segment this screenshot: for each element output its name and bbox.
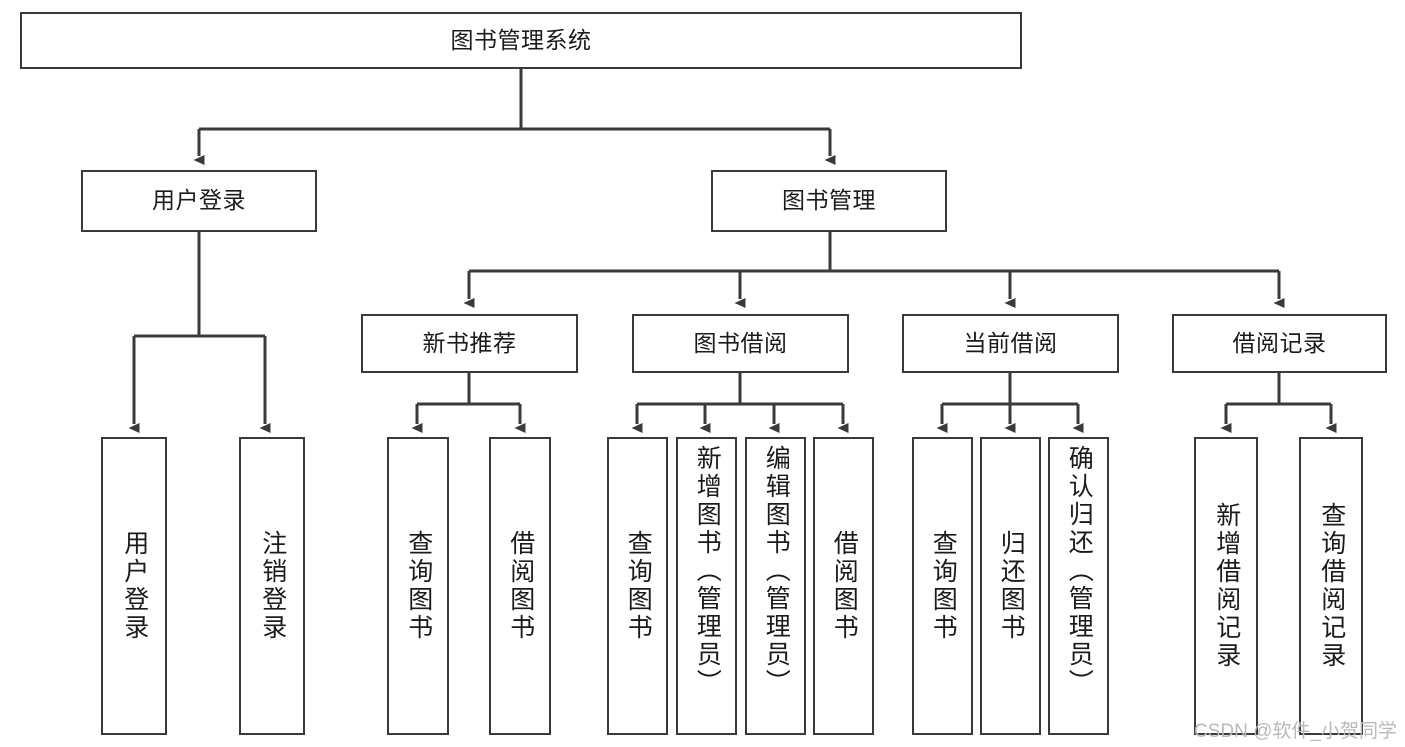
node-current-borrow[interactable]: 当前借阅: [902, 314, 1119, 373]
node-label: 借阅记录: [1232, 329, 1327, 356]
node-label: 用户登录: [152, 187, 246, 214]
node-label: 注销登录: [258, 530, 287, 642]
node-label: 查询借阅记录: [1317, 502, 1346, 670]
leaf-add-book-admin[interactable]: 新增图书（管理员）: [676, 437, 737, 735]
node-label: 图书管理系统: [450, 26, 592, 53]
node-label: 归还图书: [997, 530, 1026, 642]
node-label: 查询图书: [404, 530, 433, 642]
node-label: 查询图书: [929, 530, 958, 642]
node-label: 新增借阅记录: [1212, 502, 1241, 670]
node-book-borrow[interactable]: 图书借阅: [632, 314, 849, 373]
leaf-query-book-current[interactable]: 查询图书: [912, 437, 973, 735]
node-label: 新书推荐: [422, 329, 517, 356]
leaf-edit-book-admin[interactable]: 编辑图书（管理员）: [745, 437, 806, 735]
leaf-logout[interactable]: 注销登录: [239, 437, 305, 735]
node-label: 借阅图书: [506, 530, 535, 642]
node-user-login[interactable]: 用户登录: [81, 170, 317, 232]
node-root-system[interactable]: 图书管理系统: [20, 12, 1022, 69]
watermark-text: CSDN @软件_小贺同学: [1194, 721, 1397, 742]
node-book-management[interactable]: 图书管理: [711, 170, 947, 232]
leaf-query-book-recommend[interactable]: 查询图书: [387, 437, 449, 735]
node-label: 借阅图书: [830, 530, 859, 642]
node-label: 确认归还（管理员）: [1065, 445, 1094, 697]
node-label: 图书管理: [782, 187, 876, 214]
leaf-query-book-borrow[interactable]: 查询图书: [607, 437, 668, 735]
node-label: 查询图书: [624, 530, 653, 642]
node-label: 当前借阅: [963, 329, 1058, 356]
node-new-book-recommend[interactable]: 新书推荐: [361, 314, 578, 373]
leaf-query-borrow-record[interactable]: 查询借阅记录: [1299, 437, 1363, 735]
leaf-borrow-book-recommend[interactable]: 借阅图书: [489, 437, 551, 735]
leaf-add-borrow-record[interactable]: 新增借阅记录: [1194, 437, 1258, 735]
node-label: 用户登录: [120, 530, 149, 642]
leaf-borrow-book[interactable]: 借阅图书: [813, 437, 874, 735]
leaf-user-login[interactable]: 用户登录: [101, 437, 167, 735]
node-label: 图书借阅: [693, 329, 788, 356]
leaf-return-book[interactable]: 归还图书: [980, 437, 1041, 735]
node-borrow-record[interactable]: 借阅记录: [1172, 314, 1387, 373]
node-label: 编辑图书（管理员）: [762, 445, 791, 697]
node-label: 新增图书（管理员）: [693, 445, 722, 697]
leaf-confirm-return-admin[interactable]: 确认归还（管理员）: [1048, 437, 1109, 735]
